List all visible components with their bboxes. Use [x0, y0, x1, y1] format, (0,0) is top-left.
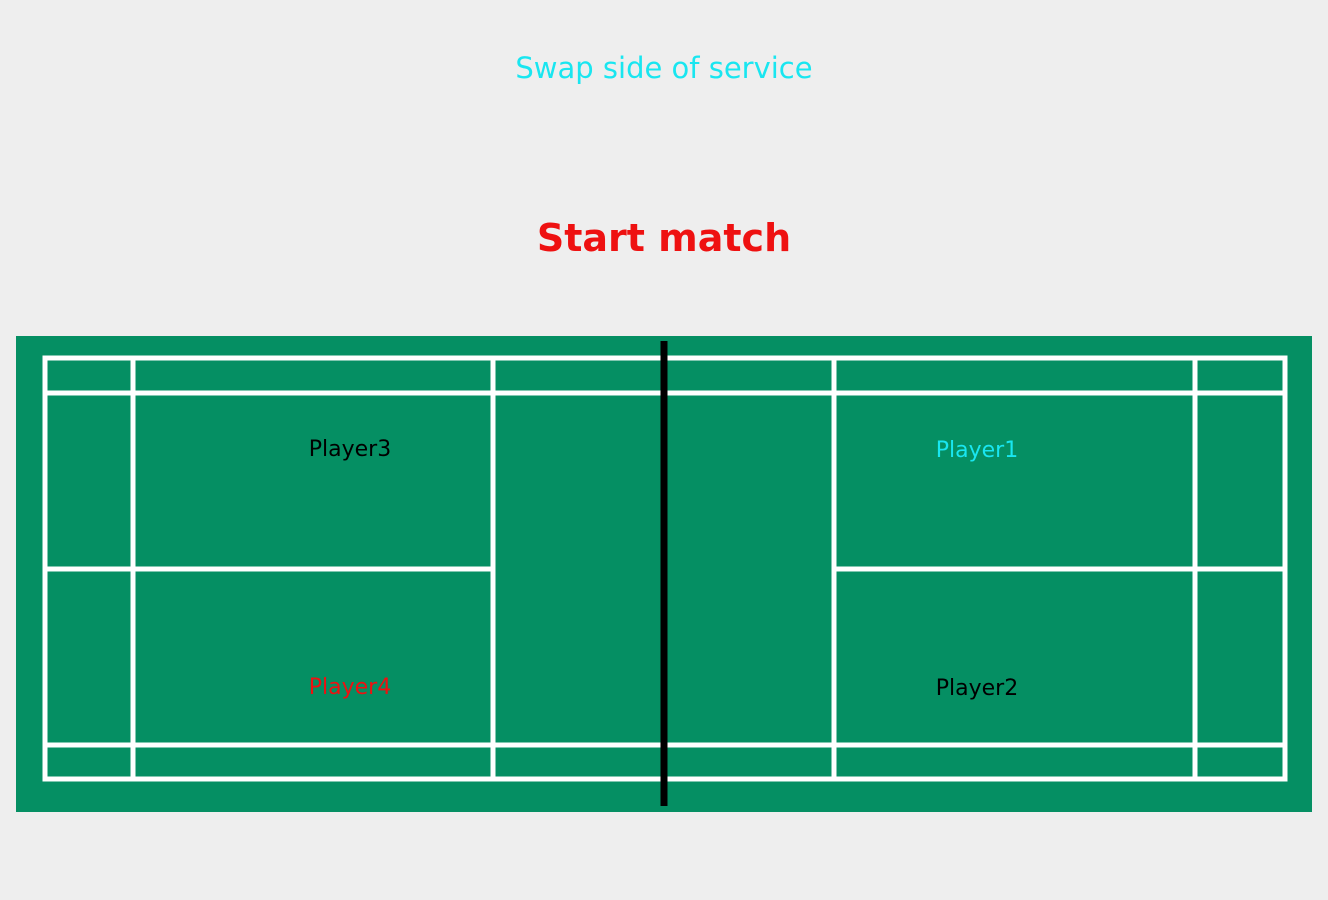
swap-side-button[interactable]: Swap side of service: [515, 51, 813, 85]
player-bottom-left[interactable]: Player4: [308, 675, 392, 700]
player-top-left[interactable]: Player3: [308, 437, 392, 462]
player-bottom-right[interactable]: Player2: [935, 676, 1019, 701]
badminton-court: Player3 Player4 Player1 Player2: [16, 336, 1312, 812]
court-lines: [42, 341, 1288, 806]
player-top-right[interactable]: Player1: [935, 438, 1019, 463]
start-match-button[interactable]: Start match: [536, 216, 792, 260]
